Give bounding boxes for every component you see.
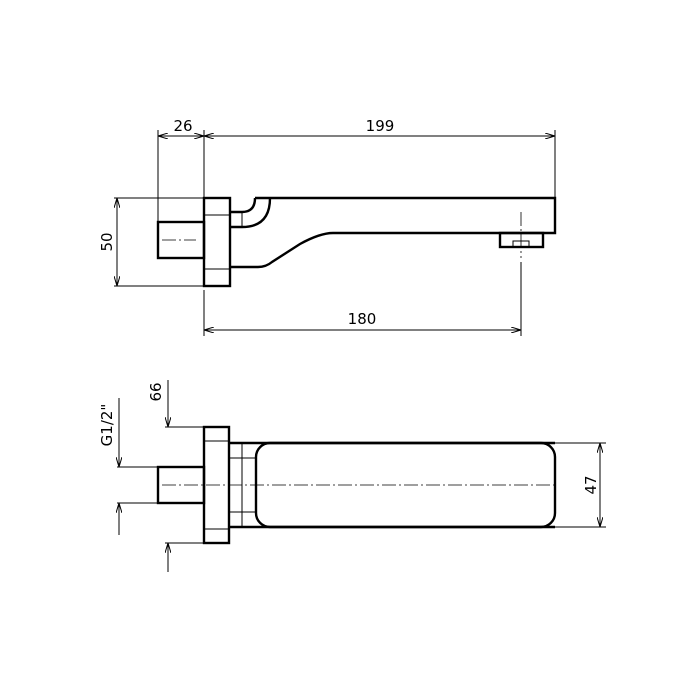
- dimension-lines-top: [117, 380, 606, 572]
- dim-thread-label: G1/2": [98, 404, 116, 447]
- dimension-lines-side: [114, 130, 556, 336]
- dim-50-label: 50: [98, 232, 116, 251]
- wall-flange: [202, 196, 232, 288]
- aerator: [498, 231, 545, 249]
- spout-top-outline: [156, 425, 557, 545]
- side-view: 26 199 50 180: [98, 117, 557, 336]
- spout-body: [230, 196, 557, 269]
- dim-26-label: 26: [173, 117, 192, 135]
- top-view: G1/2" 66 47: [98, 380, 606, 572]
- dim-199-label: 199: [366, 117, 395, 135]
- spout-side-outline: [156, 196, 557, 288]
- hook: [230, 197, 272, 229]
- dim-66-label: 66: [147, 382, 165, 401]
- dim-180-label: 180: [348, 310, 377, 328]
- dim-47-label: 47: [582, 475, 600, 494]
